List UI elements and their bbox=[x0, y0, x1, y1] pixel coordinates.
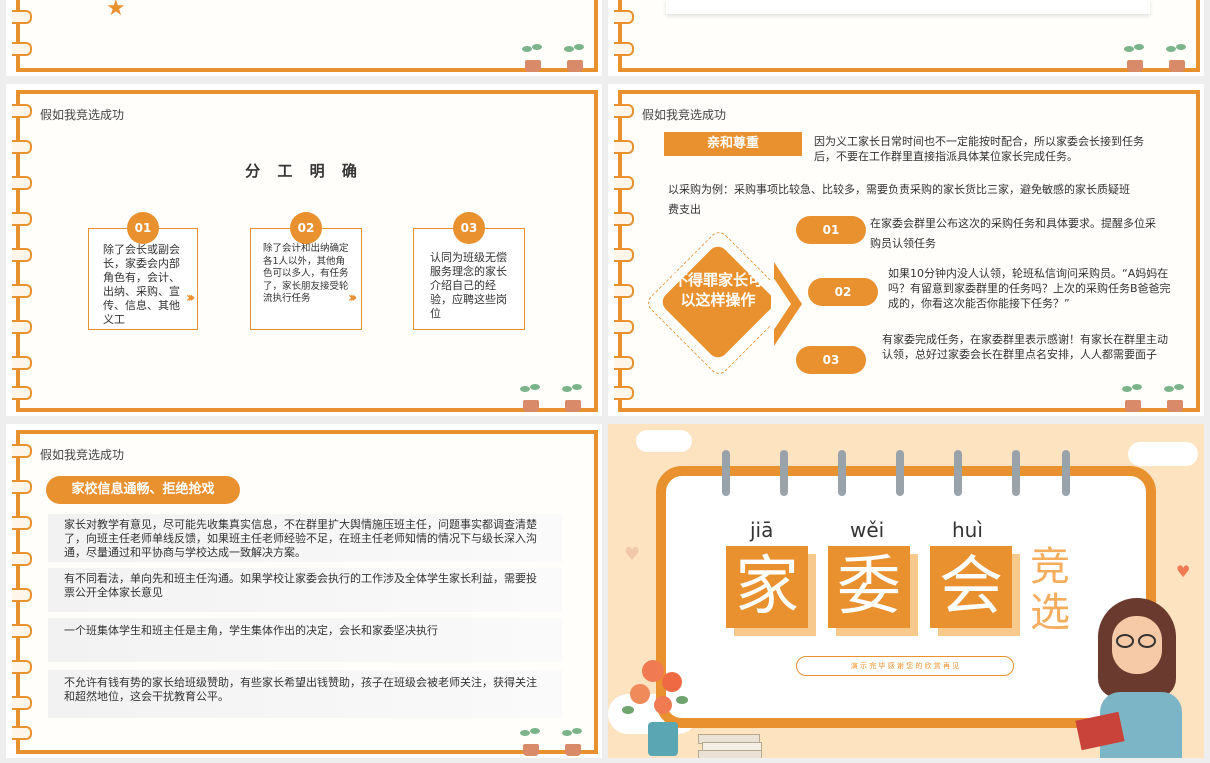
pinyin-label: huì bbox=[952, 518, 983, 542]
plant-icon bbox=[520, 42, 546, 72]
binder-rings bbox=[614, 84, 636, 416]
binder-spiral bbox=[780, 450, 788, 496]
pinyin-label: wěi bbox=[850, 518, 885, 542]
list-item: 有不同看法，单向先和班主任沟通。如果学校让家委会执行的工作涉及全体学生家长利益，… bbox=[48, 568, 562, 612]
step-text: 如果10分钟内没人认领，轮班私信询问采购员。“A妈妈在吗？有留意到家委群里的任务… bbox=[888, 267, 1171, 310]
role-card: 除了会长或副会长，家委会内部角色有，会计、出纳、采购、宣传、信息、其他义工 bbox=[88, 228, 198, 330]
chevron-cutout bbox=[771, 274, 791, 334]
binder-rings bbox=[12, 0, 34, 76]
binder-spiral bbox=[1062, 450, 1070, 496]
slide-title: 假如我竞选成功 bbox=[40, 448, 125, 462]
tag-description: 因为义工家长日常时间也不一定能按时配合，所以家委会长接到任务后，不要在工作群里直… bbox=[814, 135, 1144, 163]
plant-icon bbox=[560, 726, 586, 756]
plant-icon bbox=[1164, 42, 1190, 72]
step-number: 02 bbox=[290, 212, 322, 244]
binder-rings bbox=[614, 0, 636, 76]
binder-spiral bbox=[1012, 450, 1020, 496]
thanks-banner: 演 示 完 毕 感 谢 您 的 欣 赏 再 见 bbox=[796, 656, 1014, 676]
role-card: 除了会计和出纳确定各1人以外，其他角色可以多人，有任务了，家长朋友接受轮流执行任… bbox=[250, 228, 362, 330]
step-text: 有家委完成任务，在家委群里表示感谢！有家长在群里主动认领，总好过家委会长在群里点… bbox=[882, 333, 1168, 361]
heart-icon: ♥ bbox=[624, 544, 641, 565]
chevron-right-icon: ››› bbox=[186, 290, 196, 306]
step-pill: 01 bbox=[796, 216, 866, 244]
binder-spiral bbox=[722, 450, 730, 496]
plant-icon bbox=[1120, 382, 1146, 412]
list-item: 不允许有钱有势的家长给班级赞助，有些家长希望出钱赞助，孩子在班级会被老师关注，获… bbox=[48, 670, 562, 718]
slide-frame bbox=[16, 0, 598, 72]
pinyin-label: jiā bbox=[750, 518, 774, 542]
heart-icon: ♥ bbox=[1176, 562, 1191, 581]
binder-rings bbox=[12, 424, 34, 758]
slide-4-thumbnail[interactable]: 假如我竞选成功 亲和尊重 因为义工家长日常时间也不一定能按时配合，所以家委会长接… bbox=[608, 84, 1204, 416]
cloud-decoration bbox=[636, 430, 692, 452]
step-pill: 02 bbox=[808, 278, 878, 306]
title-char: 委 bbox=[828, 546, 910, 628]
list-item: 家长对教学有意见，尽可能先收集真实信息，不在群里扩大舆情施压班主任，问题事实都调… bbox=[48, 514, 562, 562]
slide-5-thumbnail[interactable]: 假如我竞选成功 家校信息通畅、拒绝抢戏 家长对教学有意见，尽可能先收集真实信息，… bbox=[6, 424, 602, 758]
step-number: 03 bbox=[453, 212, 485, 244]
cloud-decoration bbox=[1128, 442, 1198, 466]
title-char: 会 bbox=[930, 546, 1012, 628]
content-card bbox=[666, 0, 1150, 14]
slide-title: 假如我竞选成功 bbox=[642, 108, 727, 122]
binder-spiral bbox=[954, 450, 962, 496]
plant-icon bbox=[518, 382, 544, 412]
role-card: 认同为班级无偿服务理念的家长介绍自己的经验，应聘这些岗位 bbox=[413, 228, 525, 330]
diamond-label: 不得罪家长可以这样操作 bbox=[672, 271, 763, 309]
teacher-illustration bbox=[1075, 596, 1198, 758]
book-stack-illustration bbox=[698, 734, 762, 758]
binder-spiral bbox=[896, 450, 904, 496]
chevron-right-icon: ››› bbox=[348, 290, 358, 306]
step-text: 在家委会群里公布这次的采购任务和具体要求。提醒多位采购员认领任务 bbox=[870, 217, 1156, 250]
step-number: 01 bbox=[127, 212, 159, 244]
section-heading: 分 工 明 确 bbox=[245, 162, 363, 180]
plant-icon bbox=[562, 42, 588, 72]
tag-label: 亲和尊重 bbox=[664, 132, 802, 156]
binder-spiral bbox=[838, 450, 846, 496]
title-char: 家 bbox=[726, 546, 808, 628]
flower-pot-illustration bbox=[612, 652, 710, 758]
slide-1-thumbnail[interactable]: ★ bbox=[6, 0, 602, 76]
slide-3-thumbnail[interactable]: 假如我竞选成功 分 工 明 确 除了会长或副会长，家委会内部角色有，会计、出纳、… bbox=[6, 84, 602, 416]
plant-icon bbox=[560, 382, 586, 412]
slide-title: 假如我竞选成功 bbox=[40, 108, 125, 122]
step-pill: 03 bbox=[796, 346, 866, 374]
plant-icon bbox=[518, 726, 544, 756]
plant-icon bbox=[1122, 42, 1148, 72]
star-icon: ★ bbox=[106, 0, 126, 21]
example-text: 以采购为例：采购事项比较急、比较多，需要负责采购的家长货比三家，避免敏感的家长质… bbox=[668, 183, 1130, 216]
list-item: 一个班集体学生和班主任是主角，学生集体作出的决定，会长和家委坚决执行 bbox=[48, 618, 562, 662]
tag-label: 家校信息通畅、拒绝抢戏 bbox=[46, 476, 240, 504]
slide-2-thumbnail[interactable] bbox=[608, 0, 1204, 76]
plant-icon bbox=[1162, 382, 1188, 412]
binder-rings bbox=[12, 84, 34, 416]
side-title: 竞选 bbox=[1030, 544, 1070, 636]
slide-6-thumbnail[interactable]: ♥ ♥ ♥ ♥ jiā wěi huì 家 委 会 竞选 演 示 完 毕 感 谢… bbox=[608, 424, 1204, 758]
